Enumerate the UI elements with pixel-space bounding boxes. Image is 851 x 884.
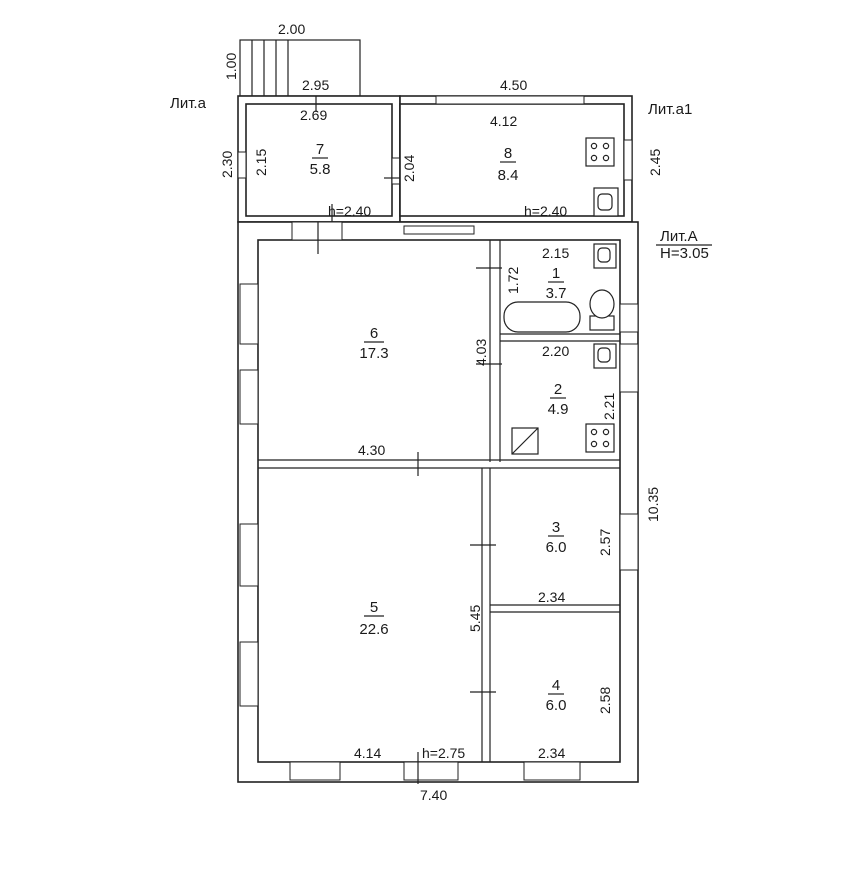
dim-r1-width: 2.15 <box>542 245 569 261</box>
svg-text:1: 1 <box>552 265 560 282</box>
main-house-walls <box>237 221 639 783</box>
dim-r1-depth: 1.72 <box>505 267 521 294</box>
porch-width: 2.00 <box>278 21 305 37</box>
svg-text:22.6: 22.6 <box>359 621 388 638</box>
dim-r4-depth: 2.58 <box>597 687 613 714</box>
dim-main-height: h=2.75 <box>422 745 465 761</box>
svg-text:3.7: 3.7 <box>546 285 567 302</box>
svg-text:3: 3 <box>552 519 560 536</box>
bathtub-icon <box>503 301 581 333</box>
room-label: 5 22.6 <box>359 599 388 638</box>
dim-a-inner-right: 2.04 <box>401 155 417 182</box>
dim-r2-width: 2.20 <box>542 343 569 359</box>
room-label: 3 6.0 <box>546 519 567 556</box>
svg-text:4.9: 4.9 <box>548 401 569 418</box>
svg-text:5: 5 <box>370 599 378 616</box>
dim-a-outer-left: 2.30 <box>219 151 235 178</box>
svg-text:6.0: 6.0 <box>546 697 567 714</box>
annex-lit-a <box>237 95 401 223</box>
dim-r6-width: 4.30 <box>358 442 385 458</box>
sanitary-fixtures <box>503 243 617 455</box>
porch-steps <box>239 39 361 97</box>
room-label: 4 6.0 <box>546 677 567 714</box>
lit-a-label: Лит.а <box>170 95 207 112</box>
room-label: 2 4.9 <box>548 381 569 418</box>
dim-a1-height: h=2.40 <box>524 203 567 219</box>
svg-text:17.3: 17.3 <box>359 345 388 362</box>
dim-main-outer-bottom: 7.40 <box>420 787 447 803</box>
washbasin-icon <box>593 243 617 269</box>
stove-icon <box>585 137 615 167</box>
dim-r5-depth: 5.45 <box>467 605 483 632</box>
dim-a1-outer-top: 4.50 <box>500 77 527 93</box>
dim-r3-width: 2.34 <box>538 589 565 605</box>
svg-text:2: 2 <box>554 381 562 398</box>
dim-a1-inner-top: 4.12 <box>490 113 517 129</box>
lit-A-label: Лит.А <box>660 228 698 245</box>
dim-main-outer-right: 10.35 <box>645 487 661 522</box>
interior-partitions <box>258 177 620 784</box>
porch-depth: 1.00 <box>223 53 239 80</box>
svg-text:7: 7 <box>316 141 324 158</box>
dim-r3-depth: 2.57 <box>597 529 613 556</box>
dim-a-inner-top: 2.69 <box>300 107 327 123</box>
dim-a-outer-top: 2.95 <box>302 77 329 93</box>
svg-text:8: 8 <box>504 145 512 162</box>
lit-a1-label: Лит.а1 <box>648 101 692 118</box>
room-label: 7 5.8 <box>310 141 331 178</box>
svg-text:4: 4 <box>552 677 560 694</box>
room-label: 6 17.3 <box>359 325 388 362</box>
dim-a-height: h=2.40 <box>328 203 371 219</box>
room-label: 1 3.7 <box>546 265 567 302</box>
stove-icon <box>585 423 615 453</box>
svg-text:8.4: 8.4 <box>498 167 519 184</box>
svg-text:6: 6 <box>370 325 378 342</box>
dim-r2-depth: 2.21 <box>601 393 617 420</box>
dim-a-inner-left: 2.15 <box>253 149 269 176</box>
svg-text:6.0: 6.0 <box>546 539 567 556</box>
dim-r5-width: 4.14 <box>354 745 381 761</box>
lit-A-height: H=3.05 <box>660 245 709 262</box>
dim-r4-width: 2.34 <box>538 745 565 761</box>
room-label: 8 8.4 <box>498 145 519 184</box>
washbasin-icon <box>593 343 617 369</box>
dim-a1-outer-right: 2.45 <box>647 149 663 176</box>
dim-r6-depth: 4.03 <box>473 339 489 366</box>
annex-lit-a1 <box>399 95 633 223</box>
svg-text:5.8: 5.8 <box>310 161 331 178</box>
